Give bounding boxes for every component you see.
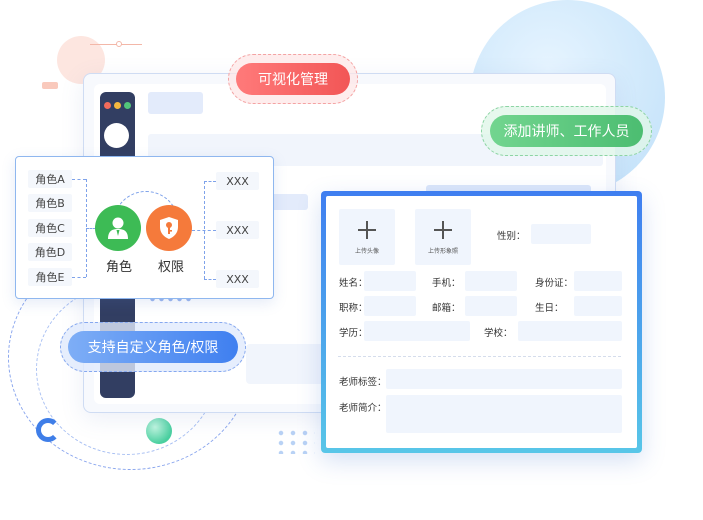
avatar — [104, 123, 129, 148]
permission-target: XXX — [216, 270, 259, 288]
role-badge — [95, 205, 141, 251]
window-content-block — [246, 344, 326, 384]
id-card-label: 身份证： — [535, 278, 574, 289]
role-item: 角色E — [28, 268, 72, 286]
permission-target: XXX — [216, 172, 259, 190]
title-field[interactable] — [364, 296, 416, 316]
shield-key-icon — [160, 217, 178, 239]
teacher-intro-field[interactable] — [386, 395, 622, 433]
decorative-ball — [146, 418, 172, 444]
visualize-management-pill: 可视化管理 — [236, 63, 350, 95]
email-field[interactable] — [465, 296, 517, 316]
connector-line — [204, 181, 216, 182]
role-item: 角色D — [28, 243, 72, 261]
education-label: 学历： — [339, 328, 368, 339]
upload-photo-label: 上传形象照 — [427, 248, 458, 255]
connector-line — [192, 230, 216, 231]
education-field[interactable] — [364, 321, 470, 341]
phone-field[interactable] — [465, 271, 517, 291]
add-staff-pill: 添加讲师、工作人员 — [490, 115, 643, 147]
role-item: 角色C — [28, 219, 72, 237]
permission-caption: 权限 — [158, 260, 185, 275]
role-caption: 角色 — [106, 260, 133, 275]
birthday-field[interactable] — [574, 296, 622, 316]
c-ring-icon — [36, 418, 60, 442]
school-field[interactable] — [518, 321, 622, 341]
permission-target: XXX — [216, 221, 259, 239]
teacher-intro-label: 老师简介： — [339, 403, 387, 414]
title-label: 职称： — [339, 303, 368, 314]
decorative-dot-grid — [275, 428, 315, 454]
form-divider — [338, 356, 621, 357]
maximize-dot-icon — [124, 102, 131, 109]
role-item: 角色B — [28, 194, 72, 212]
decorative-dot-row — [148, 296, 192, 302]
window-header-block — [148, 92, 203, 114]
permission-badge — [146, 205, 192, 251]
birthday-label: 生日： — [535, 303, 564, 314]
decorative-dot — [116, 41, 122, 47]
teacher-tag-field[interactable] — [386, 369, 622, 389]
teacher-tag-label: 老师标签： — [339, 377, 387, 388]
phone-label: 手机： — [432, 278, 461, 289]
window-chip — [426, 185, 591, 195]
upload-photo-button[interactable]: 上传形象照 — [415, 209, 471, 265]
close-dot-icon — [104, 102, 111, 109]
decorative-bar — [42, 82, 58, 89]
connector-line — [72, 277, 86, 278]
plus-icon — [434, 221, 452, 239]
plus-icon — [358, 221, 376, 239]
id-card-field[interactable] — [574, 271, 622, 291]
email-label: 邮箱： — [432, 303, 461, 314]
gender-label: 性别： — [497, 231, 526, 242]
user-icon — [108, 217, 128, 239]
name-field[interactable] — [364, 271, 416, 291]
minimize-dot-icon — [114, 102, 121, 109]
role-item: 角色A — [28, 170, 72, 188]
school-label: 学校： — [484, 328, 513, 339]
connector-line — [86, 228, 96, 229]
upload-avatar-button[interactable]: 上传头像 — [339, 209, 395, 265]
custom-roles-pill: 支持自定义角色/权限 — [68, 331, 238, 363]
upload-avatar-label: 上传头像 — [354, 248, 379, 255]
connector-line — [72, 179, 86, 180]
gender-field[interactable] — [531, 224, 591, 244]
connector-line — [204, 279, 216, 280]
name-label: 姓名： — [339, 278, 368, 289]
